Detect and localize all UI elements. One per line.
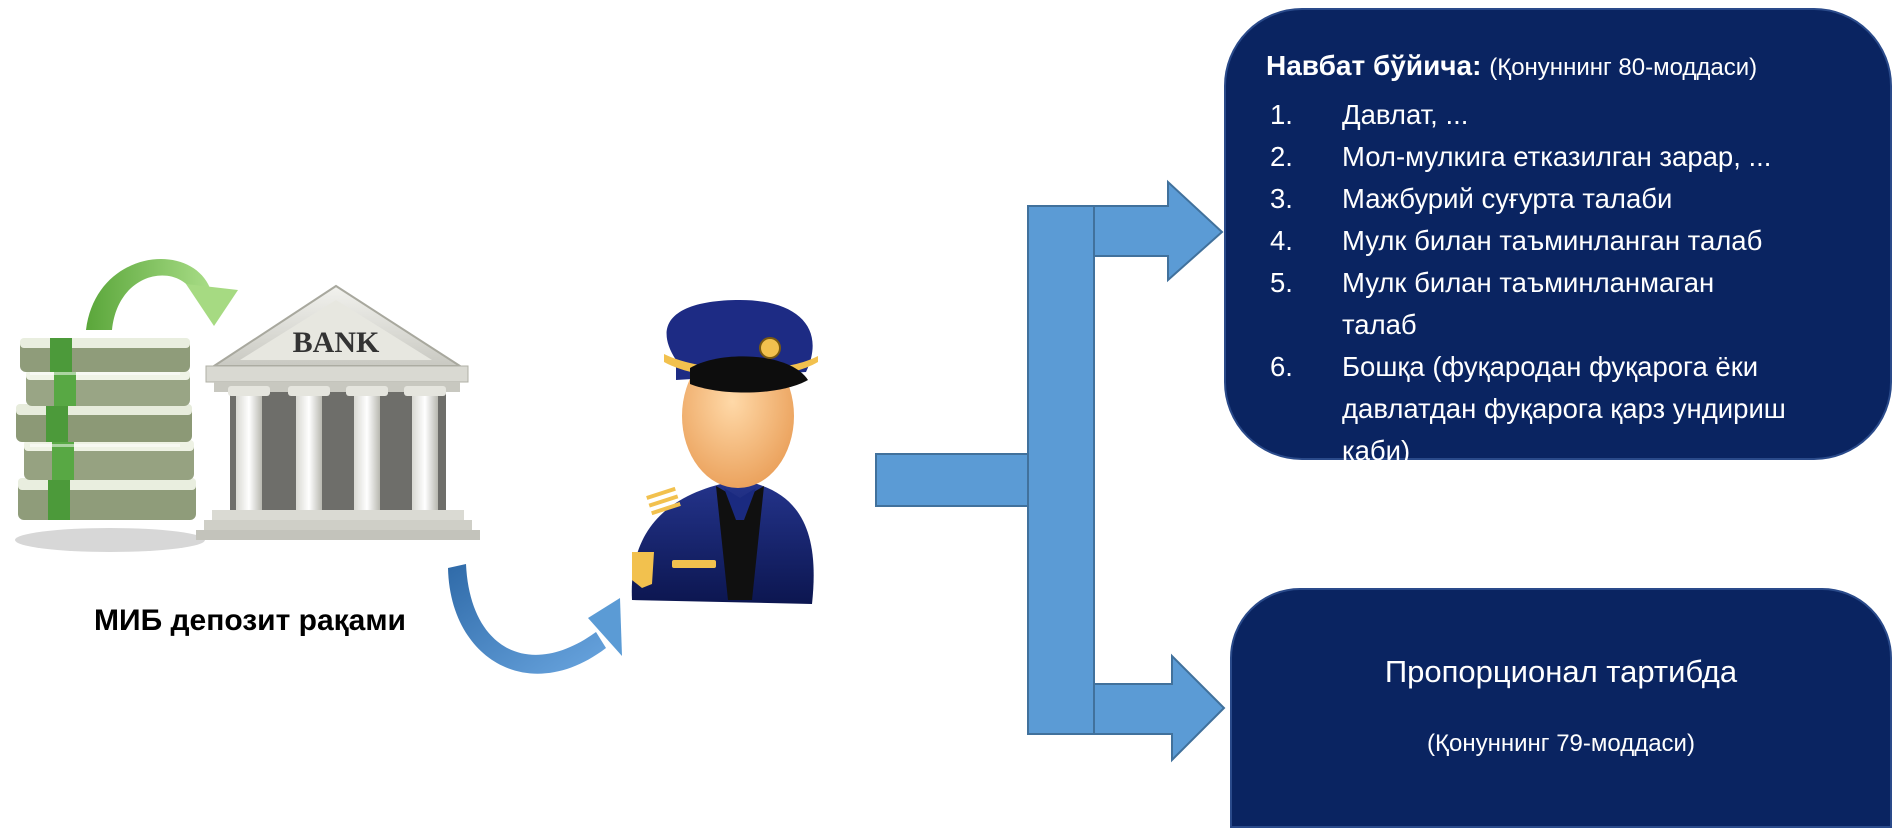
police-officer-icon	[631, 300, 818, 604]
list-item-number: 5.	[1270, 267, 1293, 298]
list-item: 6. Бошқа (фуқародан фуқарога ёки давлатда…	[1266, 346, 1890, 472]
deposit-label: МИБ депозит рақами	[94, 604, 406, 637]
branch-bar	[1027, 205, 1095, 735]
list-item-number: 6.	[1270, 351, 1293, 382]
bank-sign: BANK	[293, 326, 380, 359]
list-item-text: Мулк билан таъминланмаган талаб	[1342, 267, 1715, 340]
proportional-law-ref: (Қонуннинг 79-моддаси)	[1427, 730, 1695, 757]
list-item-number: 2.	[1270, 141, 1293, 172]
list-item-number: 4.	[1270, 225, 1293, 256]
distribution-arrows	[875, 179, 1226, 763]
priority-box-title: Навбат бўйича: (Қонуннинг 80-моддаси)	[1266, 48, 1890, 86]
lower-arrow-head	[1093, 653, 1226, 763]
list-item: 5. Мулк билан таъминланмаган талаб	[1266, 262, 1890, 346]
list-item-number: 1.	[1270, 99, 1293, 130]
blue-curved-arrow-icon	[448, 564, 622, 674]
branch-arrow-shaft	[875, 453, 1029, 507]
list-item-text: Бошқа (фуқародан фуқарога ёки давлатдан …	[1342, 351, 1786, 466]
bank-building-icon: BANK	[196, 284, 480, 540]
priority-box: Навбат бўйича: (Қонуннинг 80-моддаси) 1.…	[1224, 8, 1892, 466]
upper-arrow-head	[1093, 179, 1224, 283]
list-item-text: Давлат, ...	[1342, 99, 1469, 130]
list-item-text: Мулк билан таъминланган талаб	[1342, 225, 1763, 256]
list-item: 2. Мол-мулкига етказилган зарар, ...	[1266, 136, 1890, 178]
proportional-box: Пропорционал тартибда (Қонуннинг 79-модд…	[1230, 588, 1892, 828]
priority-title: Навбат бўйича:	[1266, 50, 1482, 81]
list-item-number: 3.	[1270, 183, 1293, 214]
list-item-text: Мол-мулкига етказилган зарар, ...	[1342, 141, 1772, 172]
green-arrow-icon	[86, 259, 238, 330]
money-stack-icon	[15, 338, 205, 552]
list-item: 1. Давлат, ...	[1266, 94, 1890, 136]
list-item: 4. Мулк билан таъминланган талаб	[1266, 220, 1890, 262]
priority-list: 1. Давлат, ... 2. Мол-мулкига етказилган з…	[1266, 94, 1890, 472]
list-item-text: Мажбурий суғурта талаби	[1342, 183, 1673, 214]
proportional-title: Пропорционал тартибда	[1384, 654, 1738, 689]
priority-law-ref: (Қонуннинг 80-моддаси)	[1489, 54, 1758, 81]
list-item: 3. Мажбурий суғурта талаби	[1266, 178, 1890, 220]
